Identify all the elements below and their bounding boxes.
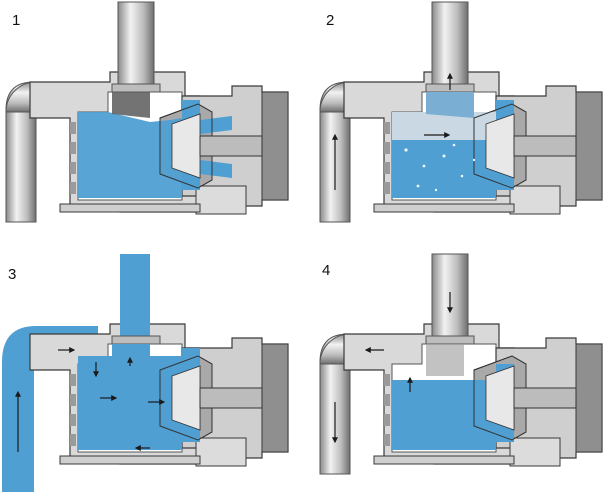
panel-2-drawing xyxy=(319,1,603,223)
panel-1-drawing xyxy=(5,1,289,223)
panel-4-label: 4 xyxy=(322,262,331,279)
panel-3-drawing xyxy=(2,254,289,492)
panel-1-label: 1 xyxy=(12,12,21,29)
panel-4-drawing xyxy=(319,253,603,475)
panel-2-label: 2 xyxy=(326,12,335,29)
panel-3-label: 3 xyxy=(8,266,17,283)
